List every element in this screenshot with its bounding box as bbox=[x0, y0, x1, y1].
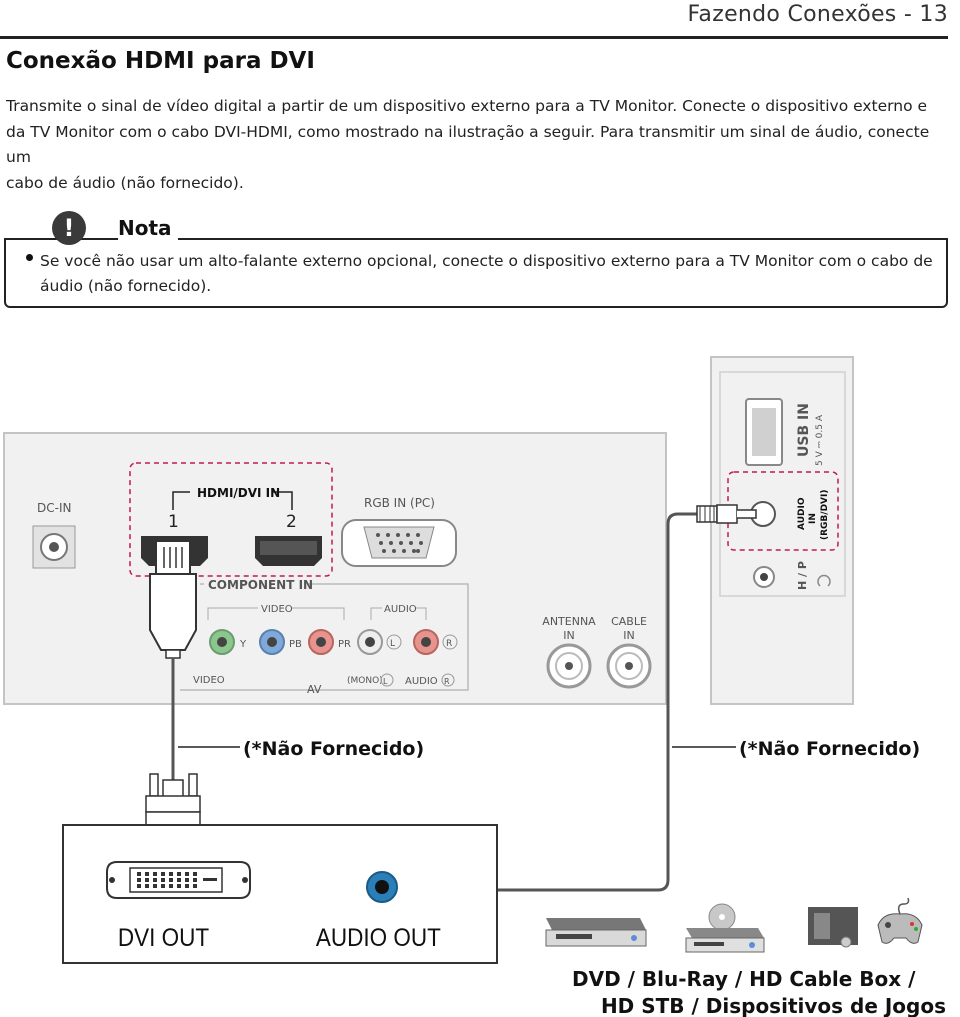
antenna-label-line1: ANTENNA bbox=[542, 615, 596, 628]
dvd-player-icon bbox=[545, 918, 647, 947]
note-text: Se você não usar um alto-falante externo… bbox=[40, 252, 933, 295]
hdmi-plug bbox=[155, 540, 191, 575]
audio-in-label-line3: (RGB/DVI) bbox=[820, 490, 830, 540]
usb-in-label: USB IN bbox=[796, 403, 812, 457]
dc-in-label: DC-IN bbox=[37, 501, 71, 515]
jack-l-label: L bbox=[390, 639, 395, 649]
audio-in-label-line1: AUDIO bbox=[797, 497, 807, 530]
svg-text:L: L bbox=[383, 677, 388, 686]
intro-line-2: cabo de áudio (não fornecido). bbox=[6, 173, 244, 192]
audio-out-label: AUDIO OUT bbox=[316, 924, 441, 952]
dvi-out-label: DVI OUT bbox=[118, 924, 209, 952]
component-in-label: COMPONENT IN bbox=[208, 578, 313, 592]
video-bottom-label: VIDEO bbox=[193, 675, 225, 686]
note-box bbox=[4, 238, 948, 308]
hdmi-port-2-number: 2 bbox=[286, 512, 297, 532]
audio-cable bbox=[434, 512, 697, 892]
intro-line-1: Transmite o sinal de vídeo digital a par… bbox=[6, 97, 930, 166]
hp-label: H / P bbox=[796, 561, 809, 590]
game-controller-icon bbox=[877, 897, 923, 944]
exclamation-icon: ! bbox=[52, 211, 86, 245]
antenna-label-line2: IN bbox=[563, 629, 574, 642]
note-label: Nota bbox=[118, 216, 178, 240]
devices-caption-line1: DVD / Blu-Ray / HD Cable Box / bbox=[572, 967, 916, 991]
audio-in-highlight-box bbox=[727, 471, 839, 551]
bullet-icon bbox=[26, 254, 33, 261]
audio-in-label-line2: IN bbox=[808, 513, 818, 524]
audio-group-label: AUDIO bbox=[384, 604, 417, 615]
blu-ray-player-icon bbox=[685, 903, 765, 953]
usb-power-label: 5 V ⎓ 0.5 A bbox=[815, 414, 825, 466]
page-header-title: Fazendo Conexões - 13 bbox=[687, 2, 948, 27]
not-supplied-right-label: (*Não Fornecido) bbox=[739, 738, 920, 760]
audio-plug-tv bbox=[737, 509, 757, 519]
jack-r-label: R bbox=[446, 639, 452, 649]
cable-label-line2: IN bbox=[623, 629, 634, 642]
intro-paragraph: Transmite o sinal de vídeo digital a par… bbox=[6, 94, 936, 196]
av-label: AV bbox=[307, 683, 322, 696]
set-top-box-icon bbox=[808, 907, 858, 948]
header-divider bbox=[0, 36, 948, 39]
mono-label: (MONO) bbox=[347, 676, 383, 686]
section-title: Conexão HDMI para DVI bbox=[6, 48, 315, 74]
hdmi-dvi-in-label: HDMI/DVI IN bbox=[197, 486, 280, 500]
video-group-label: VIDEO bbox=[261, 604, 293, 615]
svg-text:R: R bbox=[444, 677, 450, 686]
not-supplied-left-label: (*Não Fornecido) bbox=[243, 738, 424, 760]
jack-y-label: Y bbox=[239, 639, 247, 650]
hdmi-dvi-connection-diagram: DC-IN HDMI/DVI IN 1 2 RGB IN (PC) COMPON… bbox=[3, 356, 946, 1017]
headphone-icon bbox=[817, 574, 831, 587]
cable-label-line1: CABLE bbox=[611, 615, 647, 628]
dvi-plug bbox=[145, 795, 201, 813]
hdmi-highlight-box bbox=[129, 462, 333, 577]
jack-pb-label: PB bbox=[289, 639, 302, 650]
hdmi-port-1-number: 1 bbox=[168, 512, 179, 532]
jack-pr-label: PR bbox=[338, 639, 351, 650]
rgb-in-label: RGB IN (PC) bbox=[364, 496, 435, 510]
audio-bottom-label: AUDIO bbox=[405, 676, 438, 687]
devices-caption-line2: HD STB / Dispositivos de Jogos bbox=[601, 994, 946, 1017]
